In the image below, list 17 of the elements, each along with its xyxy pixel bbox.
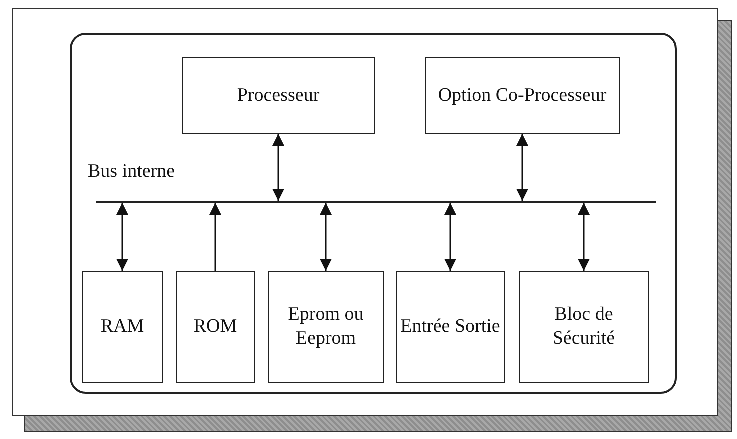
arrow (210, 203, 222, 271)
block-box: Bloc de Sécurité (519, 271, 649, 383)
rounded-panel (70, 33, 677, 394)
arrow (272, 134, 284, 201)
block-box: Entrée Sortie (396, 271, 505, 383)
block-box: Eprom ou Eeprom (268, 271, 384, 383)
block-box: RAM (82, 271, 163, 383)
bus-label: Bus interne (88, 161, 176, 183)
arrow (516, 134, 528, 201)
arrow (444, 203, 456, 271)
arrow (320, 203, 332, 271)
block-box: Processeur (182, 57, 375, 134)
arrow (578, 203, 590, 271)
arrow (116, 203, 128, 271)
bus-line (96, 201, 656, 203)
block-box: ROM (176, 271, 255, 383)
block-box: Option Co-Processeur (425, 57, 620, 134)
